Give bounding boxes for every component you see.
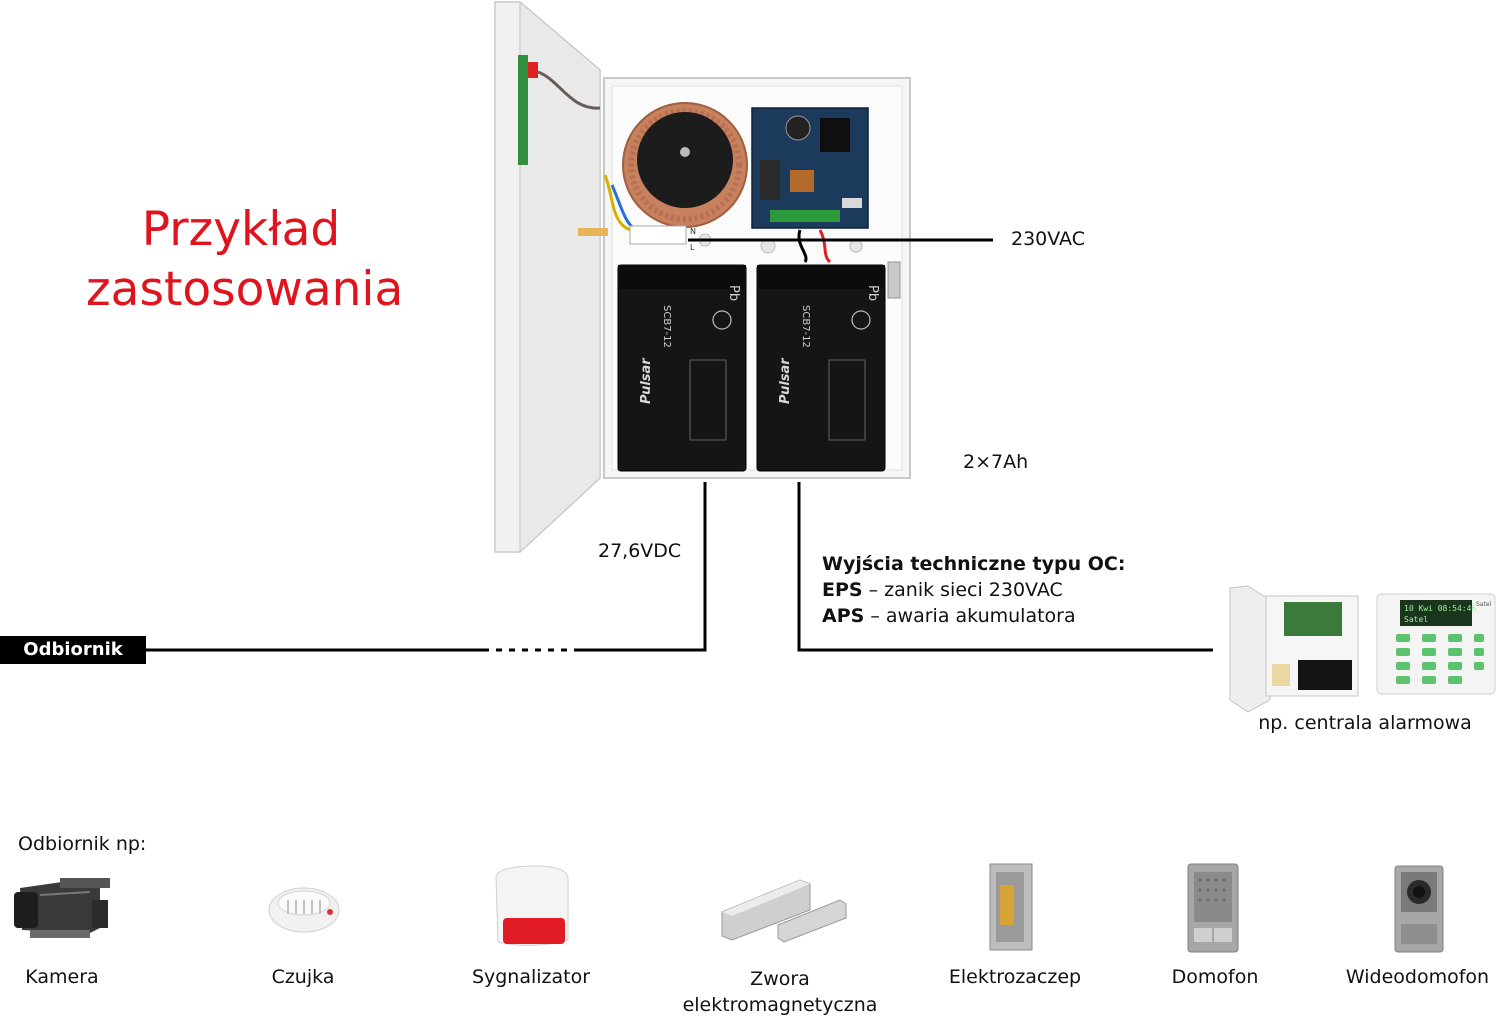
battery-1: SCB7-12 Pulsar Pb bbox=[617, 264, 747, 472]
tamper-connector bbox=[528, 62, 538, 78]
recycle-icon bbox=[851, 310, 871, 330]
toroidal-transformer bbox=[622, 102, 748, 228]
video-intercom-icon bbox=[1394, 865, 1444, 953]
receiver-label-maglock: Zwora elektromagnetyczna bbox=[682, 968, 878, 1016]
keypad-display-line2: Satel bbox=[1404, 615, 1428, 624]
eps-code: EPS bbox=[822, 579, 863, 601]
battery-2: SCB7-12 Pulsar Pb bbox=[756, 264, 886, 472]
camera-icon bbox=[14, 878, 110, 938]
mains-terminal bbox=[629, 225, 687, 245]
aps-code: APS bbox=[822, 605, 865, 627]
battery-1-model: SCB7-12 bbox=[661, 305, 672, 348]
electric-strike-icon bbox=[989, 863, 1033, 951]
recycle-icon bbox=[712, 310, 732, 330]
keypad-keys bbox=[1396, 634, 1484, 684]
dc-line-vertical bbox=[580, 482, 707, 652]
siren-icon bbox=[495, 865, 569, 947]
aps-description: – awaria akumulatora bbox=[870, 605, 1076, 627]
magnetic-lock-icon bbox=[721, 879, 847, 943]
receiver-tag: Odbiornik bbox=[0, 636, 146, 664]
terminal-n: N bbox=[690, 227, 696, 236]
receiver-label-siren: Sygnalizator bbox=[471, 966, 591, 988]
battery-2-model: SCB7-12 bbox=[800, 305, 811, 348]
dc-voltage-label: 27,6VDC bbox=[598, 540, 682, 562]
door-tamper-pcb bbox=[518, 55, 528, 165]
technical-outputs-block: Wyjścia techniczne typu OC: EPS – zanik … bbox=[822, 551, 1125, 629]
eps-description: – zanik sieci 230VAC bbox=[868, 579, 1063, 601]
terminal-l: L bbox=[690, 243, 695, 252]
battery-capacity-label: 2×7Ah bbox=[963, 451, 1029, 473]
mains-voltage-label: 230VAC bbox=[1011, 228, 1085, 250]
alarm-keypad: 10 Kwi 08:54:46 Satel Satel bbox=[1376, 593, 1496, 695]
psu-enclosure: N L SCB7-12 Pulsar Pb SCB7-12 Pulsar Pb bbox=[494, 0, 911, 554]
battery-2-chem: Pb bbox=[865, 285, 880, 301]
alarm-control-panel bbox=[1229, 585, 1359, 713]
intercom-icon bbox=[1187, 863, 1239, 953]
receivers-heading: Odbiornik np: bbox=[18, 833, 147, 855]
keypad-display-line1: 10 Kwi 08:54:46 bbox=[1404, 604, 1476, 613]
psu-pcb bbox=[751, 107, 869, 229]
battery-1-brand: Pulsar bbox=[639, 357, 654, 404]
receiver-label-video-intercom: Wideodomofon bbox=[1345, 966, 1490, 988]
receiver-label-intercom: Domofon bbox=[1171, 966, 1259, 988]
keypad-brand: Satel bbox=[1476, 601, 1492, 608]
alarm-panel-caption: np. centrala alarmowa bbox=[1258, 712, 1472, 734]
title-line-2: zastosowania bbox=[86, 262, 404, 317]
receiver-label-strike: Elektrozaczep bbox=[948, 966, 1082, 988]
receiver-label-camera: Kamera bbox=[25, 966, 99, 988]
battery-2-brand: Pulsar bbox=[778, 357, 793, 404]
smoke-detector-icon bbox=[268, 887, 340, 933]
outputs-heading: Wyjścia techniczne typu OC: bbox=[822, 553, 1126, 575]
fuse bbox=[578, 228, 608, 236]
battery-1-chem: Pb bbox=[726, 285, 741, 301]
title-line-1: Przykład bbox=[141, 202, 341, 257]
diagram-title: Przykład zastosowania bbox=[86, 200, 404, 320]
oc-output-line bbox=[797, 482, 1213, 652]
receiver-label-detector: Czujka bbox=[271, 966, 335, 988]
connection-lines bbox=[146, 238, 1213, 652]
